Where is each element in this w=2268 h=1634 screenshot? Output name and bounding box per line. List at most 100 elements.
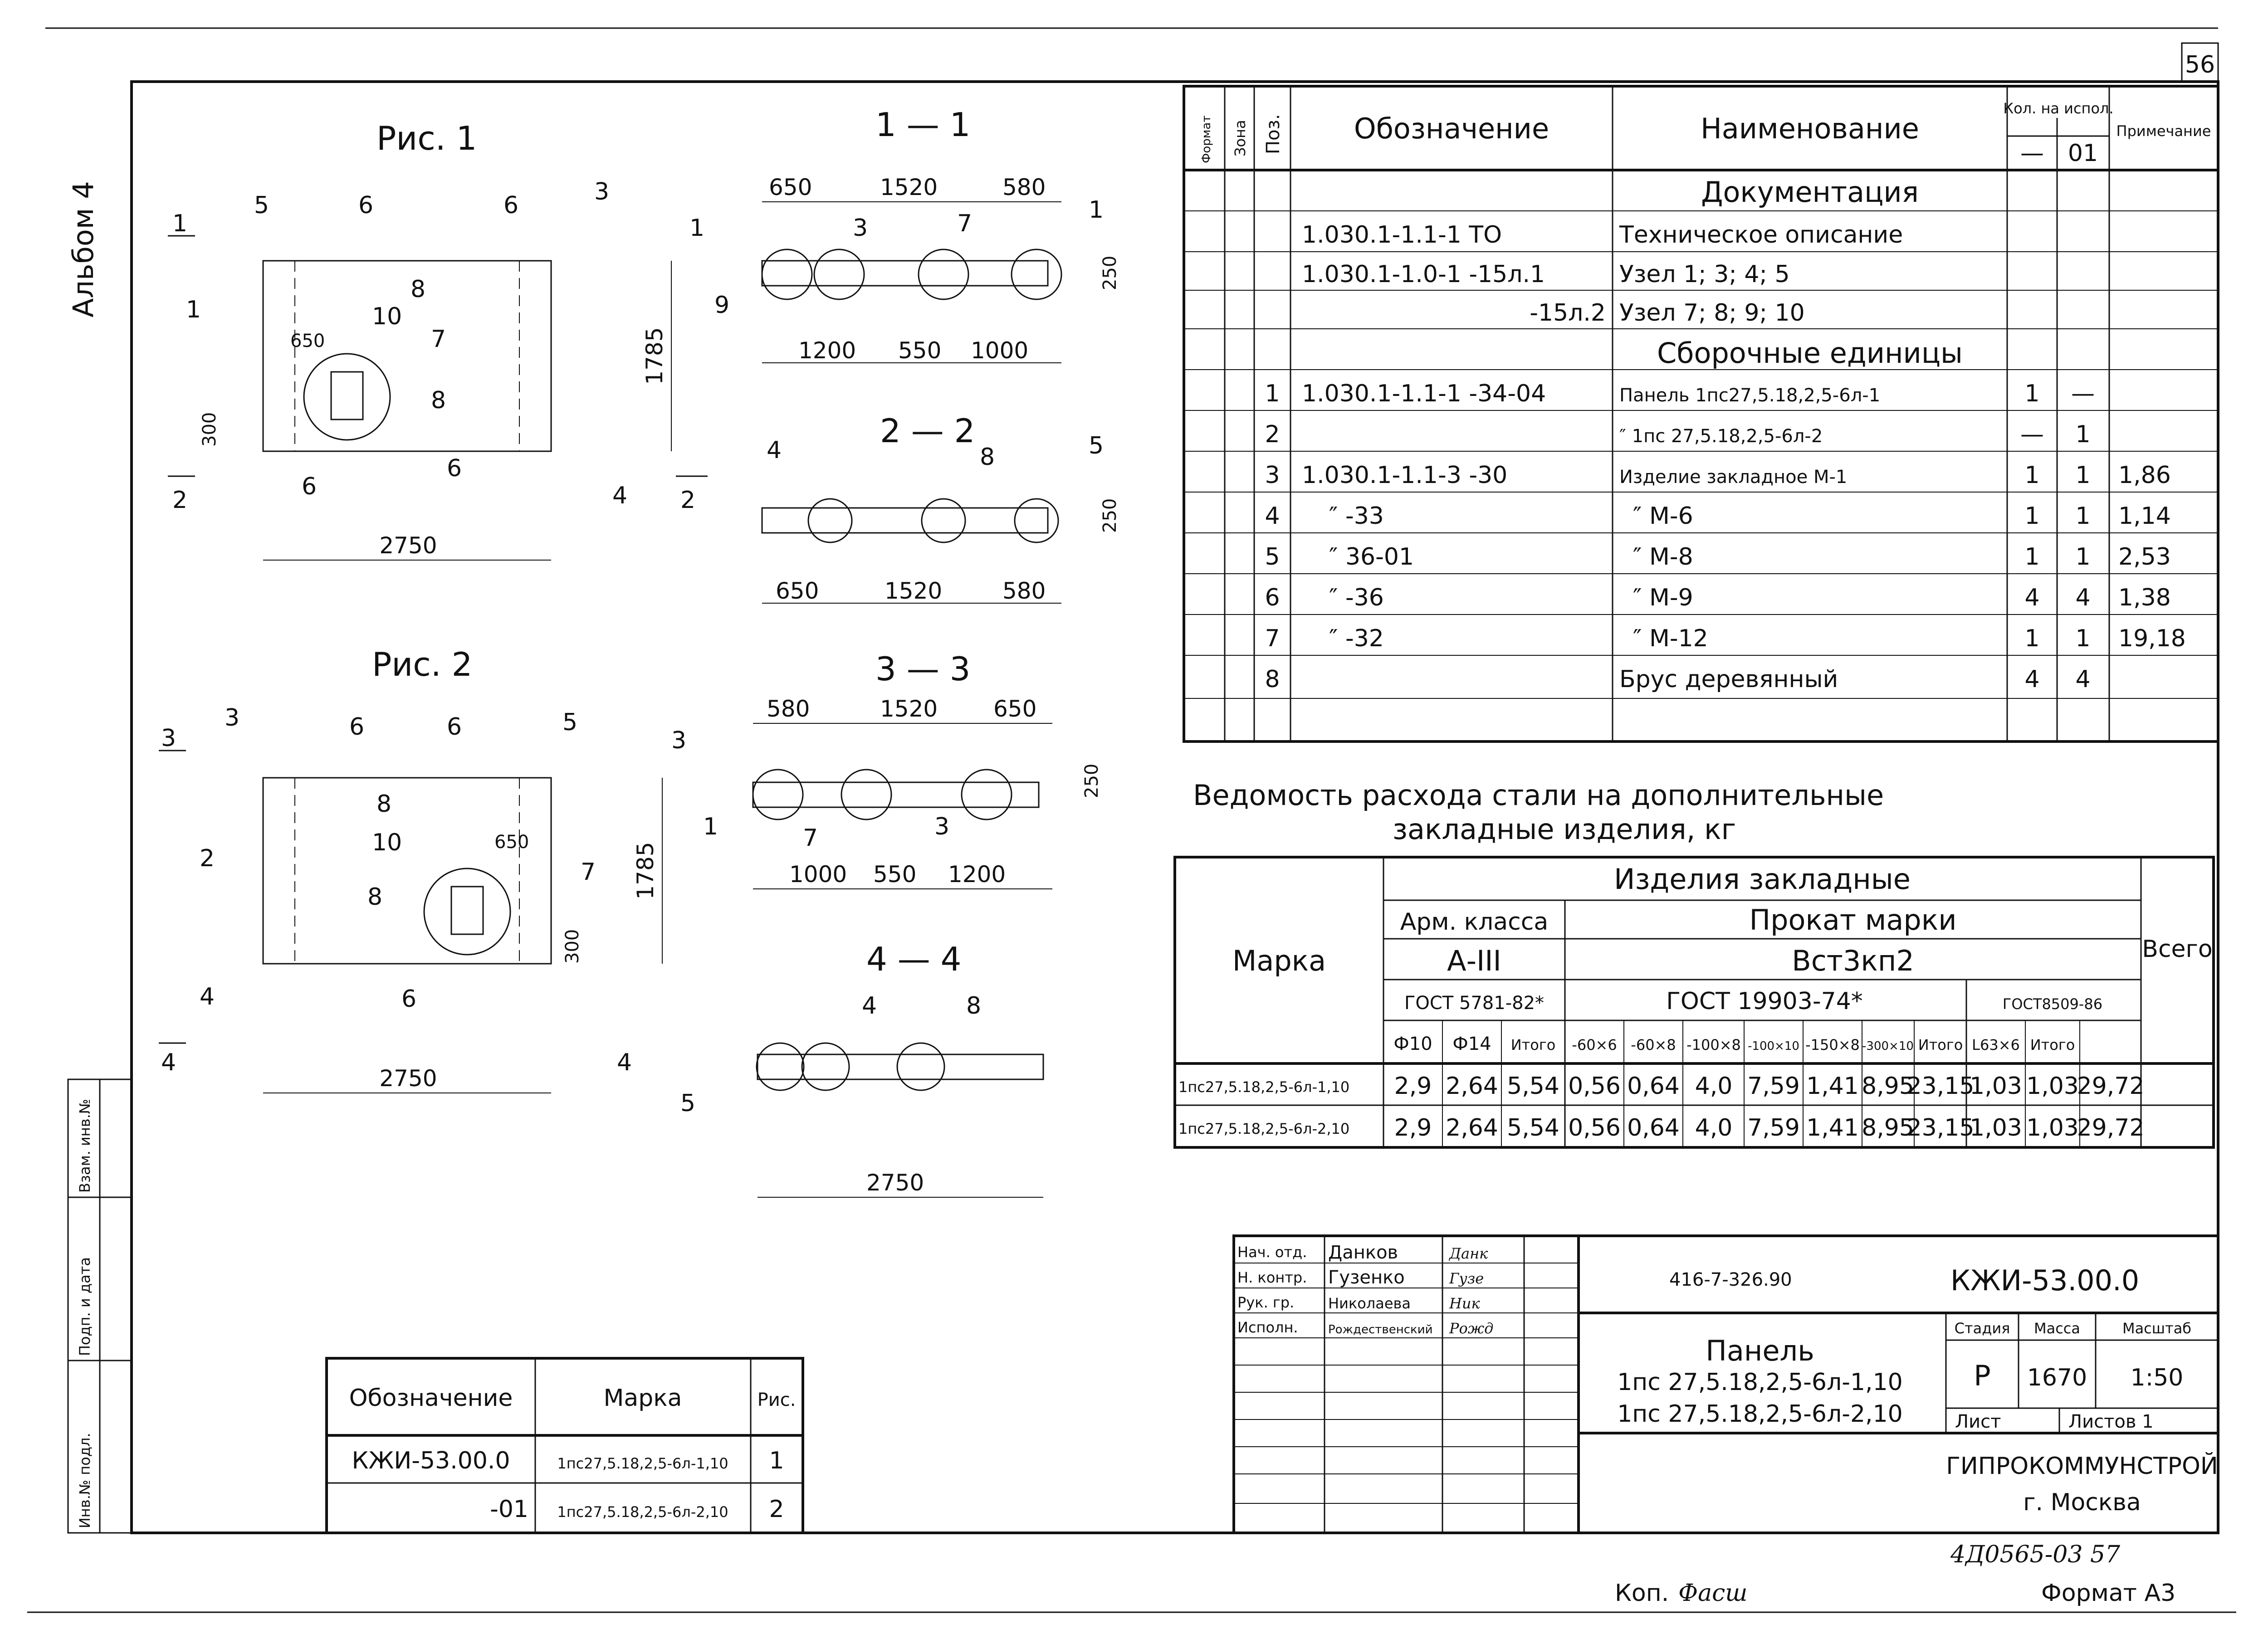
fig2-ldr-8b: 8 — [367, 883, 382, 911]
spec-r9-designation: ″ 36-01 — [1329, 543, 1414, 571]
steel-cell: 5,54 — [1507, 1073, 1559, 1100]
spec-r7-qb: 1 — [2075, 462, 2090, 489]
spec-row: 8 Брус деревянный 4 4 — [1265, 666, 2090, 693]
steel-h-rolled: Прокат марки — [1749, 903, 1956, 937]
spec-r12-pos: 8 — [1265, 666, 1280, 693]
spec-row: 1.030.1-1.0-1 -15л.1 Узел 1; 3; 4; 5 — [1302, 261, 1790, 288]
steel-col: -100×8 — [1686, 1036, 1741, 1054]
steel-cell: 23,15 — [1907, 1114, 1975, 1141]
fig2-cut-4r: 4 — [617, 1049, 632, 1076]
spec-r2-name: Узел 1; 3; 4; 5 — [1619, 261, 1790, 288]
sec11-dim-1520: 1520 — [880, 174, 938, 200]
sec33-ldr-1: 1 — [703, 813, 718, 840]
fig1-cut-1: 1 — [172, 210, 187, 237]
fig2-ldr-3: 3 — [225, 704, 240, 732]
steel-cell: 7,59 — [1747, 1114, 1800, 1141]
stamp-role-0: Нач. отд. — [1237, 1244, 1307, 1261]
spec-r8-note: 1,14 — [2118, 502, 2171, 530]
spec-h-qty: Кол. на испол. — [2003, 100, 2113, 117]
spec-row: 1.030.1-1.1-1 ТО Техническое описание — [1302, 221, 1903, 249]
fig2-ldr-10: 10 — [372, 829, 402, 856]
fig2-dim-650: 650 — [494, 832, 529, 853]
steel-r1-mark: 1пс27,5.18,2,5-6л-2,10 — [1178, 1120, 1349, 1137]
copy-sign: Фасш — [1678, 1580, 1748, 1607]
side-inv-orig: Инв.№ подл. — [76, 1433, 93, 1528]
spec-r8-qb: 1 — [2075, 502, 2090, 530]
fig1-dim-300: 300 — [199, 412, 220, 447]
steel-col: -60×8 — [1631, 1036, 1676, 1054]
sec22-title: 2 — 2 — [880, 412, 975, 450]
sec11-ldr-1: 1 — [1089, 196, 1104, 224]
spec-row: 3 1.030.1-1.1-3 -30 Изделие закладное М-… — [1265, 462, 2170, 489]
sec11-dim-250: 250 — [1100, 256, 1120, 290]
sec22-ldr-8: 8 — [980, 444, 995, 471]
spec-r9-note: 2,53 — [2118, 543, 2171, 571]
spec-r7-note: 1,86 — [2118, 462, 2171, 489]
stamp-name-0: Данков — [1328, 1242, 1398, 1263]
fig2-cut-4: 4 — [161, 1049, 176, 1076]
spec-r6-name: ″ 1пс 27,5.18,2,5-6л-2 — [1619, 426, 1823, 447]
stamp-role-3: Исполн. — [1237, 1319, 1298, 1336]
stamp-sign-2: Ник — [1449, 1295, 1481, 1312]
section-2-2: 2 — 2 650 1520 580 250 4 8 5 — [761, 412, 1120, 604]
sec33-title: 3 — 3 — [875, 650, 970, 688]
sec22-dim-650: 650 — [776, 578, 819, 604]
spec-r5-designation: 1.030.1-1.1-1 -34-04 — [1302, 380, 1546, 407]
fig2-cut-3r: 3 — [671, 727, 686, 754]
steel-cell: 1,41 — [1806, 1073, 1859, 1100]
fig2-cut-3: 3 — [161, 725, 176, 752]
spec-r7-qa: 1 — [2024, 462, 2039, 489]
steel-cell: 2,9 — [1394, 1073, 1432, 1100]
steel-col: -60×6 — [1572, 1036, 1617, 1054]
sec33-dim-1520: 1520 — [880, 696, 938, 722]
sec33-dim-250: 250 — [1081, 764, 1102, 798]
sec11-ldr-7: 7 — [957, 210, 972, 237]
fig1-dim-width: 2750 — [379, 532, 437, 559]
stamp-stage: Р — [1974, 1359, 1990, 1392]
stamp-sub2: 1пс 27,5.18,2,5-6л-2,10 — [1617, 1400, 1903, 1428]
fig2-ldr-8a: 8 — [376, 790, 391, 818]
sec33-dim-580: 580 — [767, 696, 810, 722]
sec11-title: 1 — 1 — [875, 106, 970, 144]
spec-r7-name: Изделие закладное М-1 — [1619, 467, 1847, 488]
stamp-project: 416-7-326.90 — [1669, 1269, 1792, 1290]
steel-title-2: закладные изделия, кг — [1393, 813, 1736, 846]
steel-cell: 2,9 — [1394, 1114, 1432, 1141]
sheet-frame: 56 — [27, 27, 2236, 1613]
stamp-name-2: Николаева — [1328, 1295, 1411, 1312]
stamp-scale: 1:50 — [2131, 1364, 2184, 1391]
steel-cell: 8,95 — [1862, 1114, 1914, 1141]
sec33-dim-550: 550 — [873, 861, 916, 888]
stamp-title: Панель — [1706, 1334, 1814, 1367]
stamp-sheet: Лист — [1955, 1411, 2001, 1432]
spec-r12-qa: 4 — [2024, 666, 2039, 693]
figure-1: Рис. 1 1 2 2 2750 1785 650 300 5 6 6 3 8… — [168, 119, 708, 561]
spec-r5-qa: 1 — [2024, 380, 2039, 407]
fig2-dim-height: 1785 — [632, 842, 659, 899]
fig2-ldr-4: 4 — [200, 983, 215, 1010]
fig2-title: Рис. 2 — [372, 645, 472, 683]
steel-cell: 1,03 — [2026, 1073, 2079, 1100]
spec-r5-name: Панель 1пс27,5.18,2,5-6л-1 — [1619, 385, 1880, 406]
steel-col: -150×8 — [1805, 1036, 1860, 1054]
sec22-ldr-4: 4 — [767, 437, 782, 464]
sec22-ldr-5: 5 — [1089, 432, 1104, 459]
spec-row: 6 ″ -36 ″ М-9 4 4 1,38 — [1265, 584, 2170, 611]
sec11-cut: 1 — [689, 215, 704, 242]
fig2-dim-width: 2750 — [379, 1065, 437, 1092]
spec-r10-note: 1,38 — [2118, 584, 2171, 611]
copy-label: Коп. — [1615, 1580, 1669, 1607]
steel-col: Итого — [1511, 1036, 1556, 1054]
sec44-ldr-8: 8 — [966, 992, 981, 1019]
spec-r6-pos: 2 — [1265, 421, 1280, 448]
spec-h-format: Формат — [1200, 116, 1213, 164]
spec-r5-qb: — — [2071, 380, 2095, 407]
fig1-ldr-6c: 6 — [302, 473, 317, 500]
fig1-ldr-6b: 6 — [503, 192, 518, 219]
spec-r11-qb: 1 — [2075, 625, 2090, 652]
spec-r11-designation: ″ -32 — [1329, 625, 1384, 652]
spec-r9-qa: 1 — [2024, 543, 2039, 571]
spec-r8-name: ″ М-6 — [1633, 502, 1693, 530]
spec-r8-qa: 1 — [2024, 502, 2039, 530]
